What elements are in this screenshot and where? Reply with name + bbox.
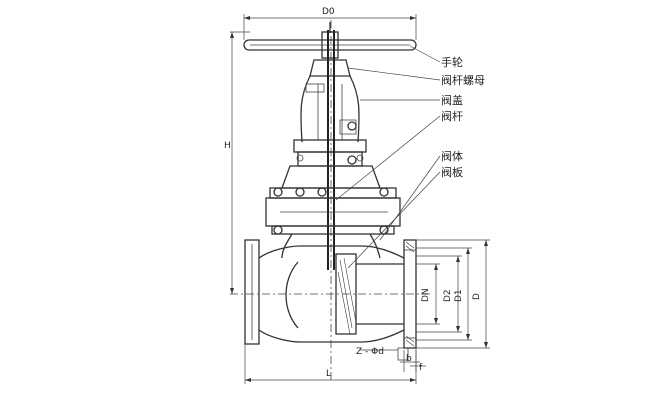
- dim-f-text: f: [419, 363, 423, 373]
- dim-z-phi-d-text: Z - Φd: [356, 347, 384, 357]
- dim-b-text: b: [406, 354, 412, 364]
- dim-bolt-holes: Z - Φd b f: [356, 347, 426, 373]
- valve-body-part: [244, 233, 405, 345]
- dim-h: H: [224, 31, 250, 294]
- dim-l-text: L: [326, 369, 331, 379]
- dim-diameters: DN D2 D1 D: [416, 239, 490, 349]
- leader-lines: [335, 45, 441, 269]
- label-stem-nut: 阀杆螺母: [441, 73, 485, 87]
- label-stem: 阀杆: [441, 109, 463, 123]
- label-bonnet: 阀盖: [441, 93, 463, 107]
- yoke-part: [293, 59, 367, 167]
- dim-dn-text: DN: [421, 288, 431, 302]
- dim-d0: D0: [243, 7, 417, 40]
- dim-d1-text: D1: [454, 289, 464, 302]
- dim-h-text: H: [224, 141, 231, 151]
- stem-part: [327, 20, 335, 380]
- label-body: 阀体: [441, 149, 463, 163]
- dim-d2-text: D2: [443, 289, 453, 302]
- right-flange-part: [356, 239, 417, 361]
- dim-d0-text: D0: [322, 7, 335, 17]
- handwheel-part: [243, 22, 417, 59]
- dim-d-text: D: [472, 293, 482, 300]
- label-handwheel: 手轮: [441, 55, 463, 69]
- label-disc: 阀板: [441, 165, 463, 179]
